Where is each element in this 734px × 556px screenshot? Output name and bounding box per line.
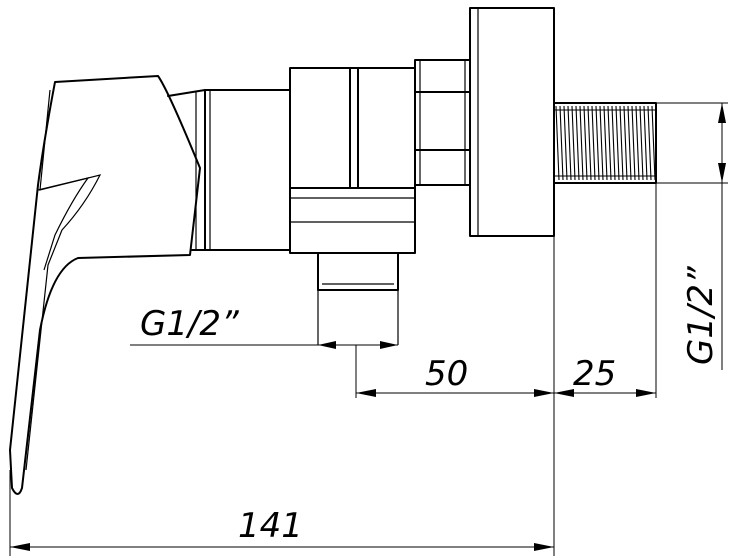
diverter-housing [289,67,416,254]
thread-line [575,105,580,181]
thread-line [591,105,596,181]
lever-inner-edge-2 [37,177,90,271]
thread-line [567,105,572,181]
dim-50-label: 50 [425,354,468,394]
dimension-lines [9,103,726,556]
threaded-connector [553,102,657,184]
outlet-thread-label: G1/2” [140,304,239,344]
dim-25-label: 25 [573,354,616,394]
thread-line [615,105,620,181]
dim-25-arrow-right [636,389,656,397]
dim-thread-arrow-bottom [718,163,726,183]
thread-line [607,105,612,181]
thread-line [623,105,628,181]
thread-line [603,105,608,181]
outlet-arrow-left [318,341,336,349]
thread-line [583,105,588,181]
dim-141-arrow-right [534,543,554,551]
dim-141-label: 141 [238,506,303,546]
thread-line [627,105,632,181]
inlet-thread-label: G1/2” [681,266,721,365]
dim-50-arrow-left [356,389,376,397]
thread-line [631,105,636,181]
thread-line [579,105,584,181]
thread-line [647,105,652,181]
thread-line [559,105,564,181]
thread-line [643,105,648,181]
thread-lines [554,105,656,181]
thread-line [563,105,568,181]
thread-line [595,105,600,181]
thread-line [639,105,644,181]
thread-line [651,105,656,181]
thread-line [587,105,592,181]
hex-nut [414,59,471,186]
dim-141-arrow-left [10,543,30,551]
thread-line [555,105,560,181]
thread-line [599,105,604,181]
thread-line [635,105,640,181]
lever-handle [9,75,201,495]
valve-body [204,89,291,251]
thread-line [571,105,576,181]
dim-25-arrow-left [554,389,574,397]
lever-inner-edge [25,89,102,471]
wall-flange [469,7,555,237]
outlet-spout [317,252,399,291]
dim-thread-arrow-top [718,103,726,123]
faucet-body-outline [9,7,728,495]
dim-50-arrow-right [534,389,554,397]
thread-line [611,105,616,181]
outlet-arrow-right [380,341,398,349]
thread-line [619,105,624,181]
